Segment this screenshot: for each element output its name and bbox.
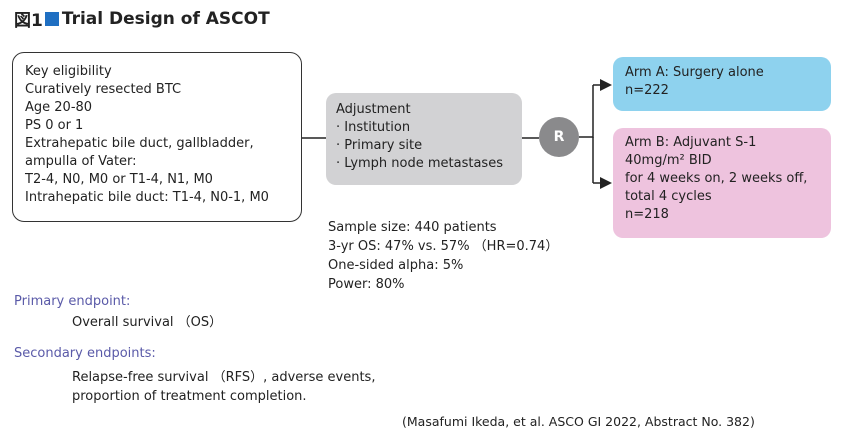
eligibility-heading: Key eligibility (25, 64, 112, 79)
secondary-endpoint-line: proportion of treatment completion. (72, 389, 307, 404)
arm-b-line: total 4 cycles (625, 189, 712, 204)
statistics-block: Sample size: 440 patients 3-yr OS: 47% v… (328, 218, 558, 294)
adjustment-box: Adjustment · Institution · Primary site … (326, 93, 522, 185)
arm-a-line: n=222 (625, 83, 669, 98)
adjustment-item: · Primary site (336, 138, 423, 153)
arm-b-box: Arm B: Adjuvant S-1 40mg/m² BID for 4 we… (613, 128, 831, 238)
arm-b-heading: Arm B: Adjuvant S-1 (625, 135, 757, 150)
eligibility-line: Age 20-80 (25, 100, 93, 115)
eligibility-line: Extrahepatic bile duct, gallbladder, (25, 136, 254, 151)
stat-line: One-sided alpha: 5% (328, 258, 464, 273)
figure-title: 図1 Trial Design of ASCOT (14, 6, 270, 32)
secondary-endpoint-line: Relapse-free survival （RFS）, adverse eve… (72, 370, 376, 385)
eligibility-line: Curatively resected BTC (25, 82, 182, 97)
arm-b-line: 40mg/m² BID (625, 153, 712, 168)
eligibility-line: PS 0 or 1 (25, 118, 84, 133)
primary-endpoint-body: Overall survival （OS） (72, 313, 222, 332)
stat-line: 3-yr OS: 47% vs. 57% （HR=0.74） (328, 239, 559, 254)
primary-endpoint-heading: Primary endpoint: (14, 294, 131, 309)
stat-line: Sample size: 440 patients (328, 220, 497, 235)
eligibility-line: ampulla of Vater: (25, 154, 137, 169)
adjustment-item: · Lymph node metastases (336, 156, 503, 171)
adjustment-heading: Adjustment (336, 102, 411, 117)
secondary-endpoints-body: Relapse-free survival （RFS）, adverse eve… (72, 368, 375, 406)
eligibility-box: Key eligibility Curatively resected BTC … (12, 52, 302, 222)
citation: (Masafumi Ikeda, et al. ASCO GI 2022, Ab… (402, 414, 755, 429)
stat-line: Power: 80% (328, 277, 405, 292)
arm-b-line: n=218 (625, 207, 669, 222)
eligibility-line: Intrahepatic bile duct: T1-4, N0-1, M0 (25, 190, 269, 205)
figure-number: 図1 (14, 11, 43, 31)
r-branch-up (579, 85, 594, 138)
randomization-node: R (539, 117, 579, 157)
adjustment-item: · Institution (336, 120, 411, 135)
randomization-label: R (553, 129, 565, 145)
figure-title-text: Trial Design of ASCOT (61, 8, 270, 29)
title-marker-icon (44, 11, 59, 26)
arm-a-heading: Arm A: Surgery alone (625, 65, 764, 80)
eligibility-line: T2-4, N0, M0 or T1-4, N1, M0 (25, 172, 213, 187)
arm-a-box: Arm A: Surgery alone n=222 (613, 57, 831, 111)
secondary-endpoints-heading: Secondary endpoints: (14, 346, 156, 361)
primary-endpoint-line: Overall survival （OS） (72, 315, 223, 330)
arm-b-line: for 4 weeks on, 2 weeks off, (625, 171, 808, 186)
